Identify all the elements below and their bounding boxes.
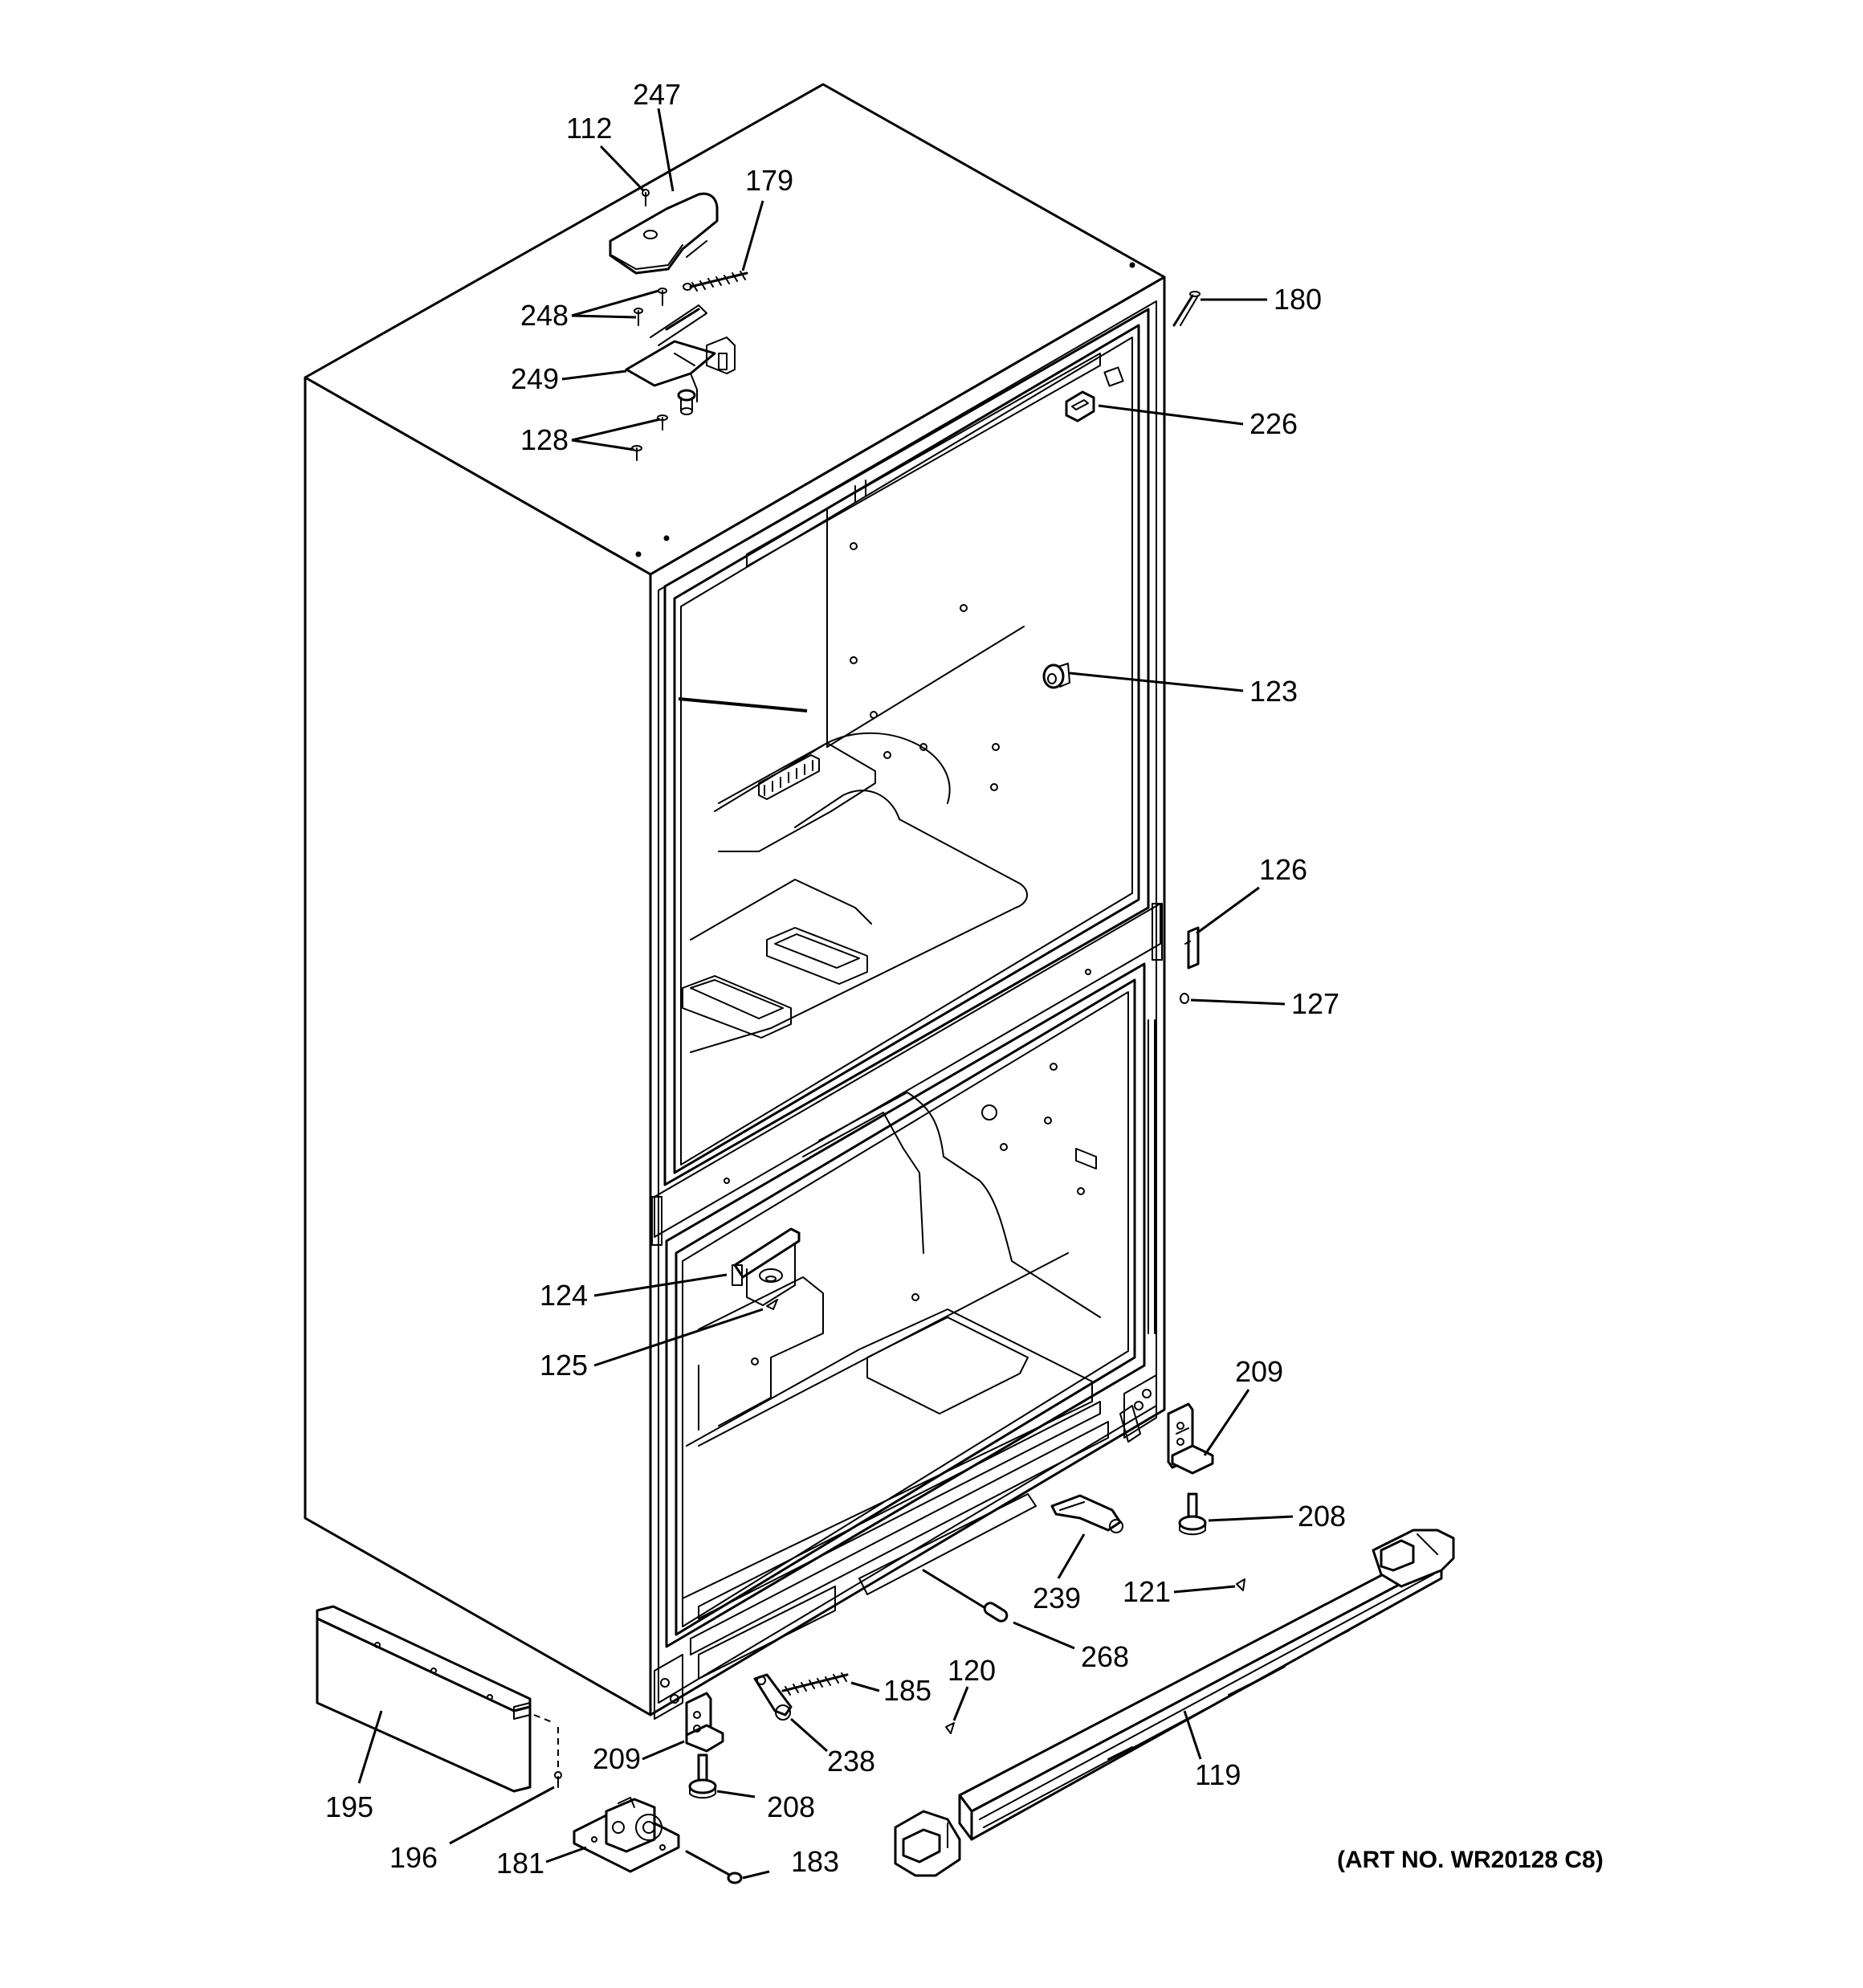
- part-183-bolt: [685, 1850, 743, 1884]
- cabinet-left-side: [304, 376, 652, 1717]
- callout-208-left: 208: [767, 1790, 815, 1823]
- part-120-screw: [945, 1722, 955, 1734]
- callout-121: 121: [1123, 1575, 1171, 1608]
- part-196-screw: [554, 1771, 562, 1788]
- part-238-link: [753, 1673, 793, 1721]
- part-209-bracket-left: [685, 1692, 724, 1753]
- callout-181: 181: [496, 1847, 544, 1880]
- part-181-roller-assembly: [573, 1797, 680, 1873]
- part-126-bracket: [1184, 926, 1200, 970]
- callout-247: 247: [633, 78, 681, 111]
- callout-185: 185: [883, 1674, 932, 1707]
- part-125-screw: [766, 1299, 778, 1310]
- callout-183: 183: [791, 1845, 839, 1878]
- callout-209-left: 209: [593, 1742, 641, 1775]
- part-112-screw: [642, 189, 650, 206]
- upper-compartment: [663, 308, 1150, 1186]
- leader-lines: [357, 108, 1294, 1880]
- callout-labels: 112 247 179 180 248 249 226 128 123 126 …: [325, 78, 1604, 1880]
- part-239-roller: [1050, 1494, 1123, 1533]
- part-180-pin: [1172, 291, 1201, 327]
- part-127-plug: [1180, 993, 1189, 1004]
- cabinet-front: [649, 276, 1166, 1717]
- callout-124: 124: [540, 1279, 588, 1312]
- part-123-light-socket: [1042, 663, 1070, 689]
- callout-179: 179: [745, 164, 793, 197]
- callout-268: 268: [1081, 1640, 1129, 1673]
- part-268-rod: [922, 1569, 1009, 1623]
- part-247-hinge-cover: [609, 192, 719, 275]
- part-121-screw: [1236, 1578, 1245, 1591]
- callout-248: 248: [520, 299, 569, 332]
- cabinet-bottom-brackets: [654, 1374, 1157, 1720]
- callout-226: 226: [1249, 407, 1298, 440]
- part-249-top-hinge: [625, 304, 736, 415]
- callout-196: 196: [389, 1841, 438, 1874]
- part-208-leg-right: [1178, 1492, 1207, 1536]
- vent-grille: [758, 754, 820, 800]
- callout-180: 180: [1274, 283, 1322, 316]
- callout-119: 119: [1195, 1758, 1241, 1791]
- callout-238: 238: [827, 1745, 875, 1778]
- part-195-kick-plate: [316, 1605, 559, 1793]
- part-179-spring: [683, 271, 748, 292]
- callout-209-right: 209: [1235, 1355, 1283, 1388]
- lower-compartment: [665, 962, 1156, 1680]
- callout-123: 123: [1249, 675, 1298, 708]
- part-208-leg-left: [688, 1753, 717, 1799]
- callout-249: 249: [511, 362, 559, 395]
- part-226-switch: [1065, 366, 1124, 423]
- callout-208-right: 208: [1298, 1500, 1346, 1533]
- callout-112: 112: [566, 112, 612, 145]
- callout-126: 126: [1259, 853, 1307, 886]
- part-128-screws: [631, 414, 668, 461]
- callout-125: 125: [540, 1349, 588, 1382]
- part-209-bracket-right: [1167, 1402, 1214, 1475]
- part-124-bracket: [732, 1227, 801, 1306]
- part-119-toe-grille: [894, 1529, 1455, 1877]
- callout-128: 128: [520, 423, 569, 456]
- part-185-spring: [781, 1672, 849, 1696]
- mullion: [651, 903, 1163, 1246]
- art-number-label: (ART NO. WR20128 C8): [1337, 1847, 1604, 1873]
- cabinet: [304, 83, 1166, 1720]
- callout-127: 127: [1291, 987, 1339, 1020]
- callout-195: 195: [325, 1790, 373, 1823]
- callout-239: 239: [1033, 1582, 1081, 1614]
- callout-120: 120: [948, 1654, 996, 1687]
